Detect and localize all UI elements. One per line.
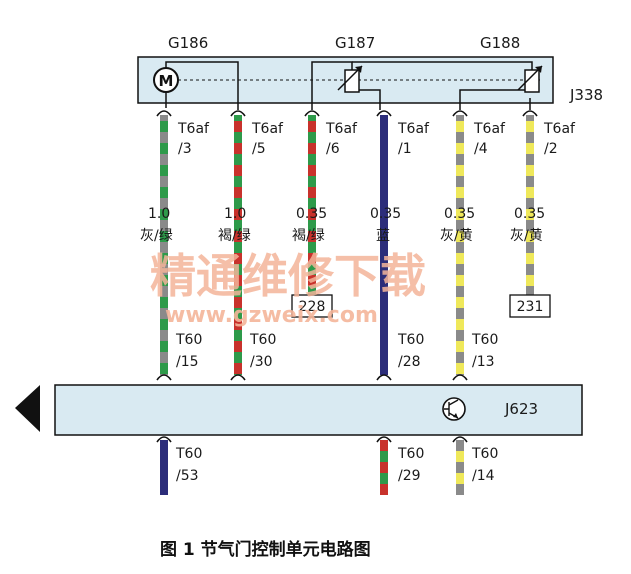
ecu-in-2-num: /30 <box>250 354 273 370</box>
wire-6-color: 灰/黄 <box>510 227 543 244</box>
label-j623: J623 <box>504 400 538 418</box>
wire-4-size: 0.35 <box>370 206 401 222</box>
wire-4-color: 蓝 <box>376 228 390 244</box>
wire-4 <box>380 115 388 375</box>
wire-2 <box>234 115 242 375</box>
ecu-out-3-num: /14 <box>472 468 495 484</box>
label-j338: J338 <box>569 86 603 104</box>
wire-2-color: 褐/绿 <box>218 228 251 244</box>
ecu-out-3-conn: T60 <box>471 446 498 462</box>
wire-3 <box>308 115 316 295</box>
ecu-in-4-conn: T60 <box>471 332 498 348</box>
ecu-out-pin-labels: T60 /53 T60 /29 T60 /14 <box>175 446 498 484</box>
top-pin-4-conn: T6af <box>397 121 430 137</box>
top-pin-1-num: /3 <box>178 141 192 157</box>
wire-spec-labels: 1.0 灰/绿 1.0 褐/绿 0.35 褐/绿 0.35 蓝 0.35 灰/黄… <box>140 206 545 244</box>
ecu-in-4-num: /13 <box>472 354 495 370</box>
wire-5 <box>456 115 464 375</box>
motor-symbol: M <box>159 72 174 90</box>
wire-1-color: 灰/绿 <box>140 228 173 244</box>
top-pin-5-num: /4 <box>474 141 488 157</box>
wire-5-size: 0.35 <box>444 206 475 222</box>
wire-3-size: 0.35 <box>296 206 327 222</box>
top-pin-6-num: /2 <box>544 141 558 157</box>
ecu-out-1-conn: T60 <box>175 446 202 462</box>
top-pin-2-conn: T6af <box>251 121 284 137</box>
label-g186: G186 <box>168 34 208 52</box>
junction-231-box <box>509 294 551 318</box>
junction-228-box <box>291 294 333 318</box>
top-pin-5-conn: T6af <box>473 121 506 137</box>
wire-out-1 <box>160 440 168 495</box>
wire-6-size: 0.35 <box>514 206 545 222</box>
watermark-url: www.gzweix.com <box>165 303 378 328</box>
j623-box <box>54 384 583 436</box>
arrow-left-icon <box>15 385 40 432</box>
ecu-in-3-num: /28 <box>398 354 421 370</box>
top-pin-3-conn: T6af <box>325 121 358 137</box>
wire-5-color: 灰/黄 <box>440 227 473 244</box>
label-g187: G187 <box>335 34 375 52</box>
wire-1-size: 1.0 <box>148 206 170 222</box>
ecu-out-1-num: /53 <box>176 468 199 484</box>
label-g188: G188 <box>480 34 520 52</box>
wire-2-size: 1.0 <box>224 206 246 222</box>
top-pin-3-num: /6 <box>326 141 340 157</box>
top-pin-labels: T6af /3 T6af /5 T6af /6 T6af /1 T6af /4 … <box>177 121 576 157</box>
top-pin-2-num: /5 <box>252 141 266 157</box>
top-pin-6-conn: T6af <box>543 121 576 137</box>
wire-6 <box>526 115 534 295</box>
wire-out-2 <box>380 440 388 495</box>
junction-231-label: 231 <box>517 299 544 315</box>
ecu-in-2-conn: T60 <box>249 332 276 348</box>
top-pin-1-conn: T6af <box>177 121 210 137</box>
potentiometer-g187-icon <box>344 69 360 93</box>
potentiometer-g188-icon <box>524 69 540 93</box>
top-pin-4-num: /1 <box>398 141 412 157</box>
wire-1 <box>160 115 168 375</box>
junction-228-label: 228 <box>299 299 326 315</box>
ecu-out-connector-arcs <box>156 436 468 443</box>
wire-out-3 <box>456 440 464 495</box>
ecu-out-2-num: /29 <box>398 468 421 484</box>
figure-caption: 图 1 节气门控制单元电路图 <box>160 539 371 560</box>
ecu-in-3-conn: T60 <box>397 332 424 348</box>
watermark-cn: 精通维修下载 <box>150 249 426 303</box>
ecu-in-pin-labels: T60 /15 T60 /30 T60 /28 T60 /13 <box>175 332 498 370</box>
ecu-in-1-conn: T60 <box>175 332 202 348</box>
top-connector-arcs <box>156 110 538 117</box>
ecu-in-connector-arcs <box>156 374 468 381</box>
ecu-out-2-conn: T60 <box>397 446 424 462</box>
wire-3-color: 褐/绿 <box>292 228 325 244</box>
ecu-in-1-num: /15 <box>176 354 199 370</box>
